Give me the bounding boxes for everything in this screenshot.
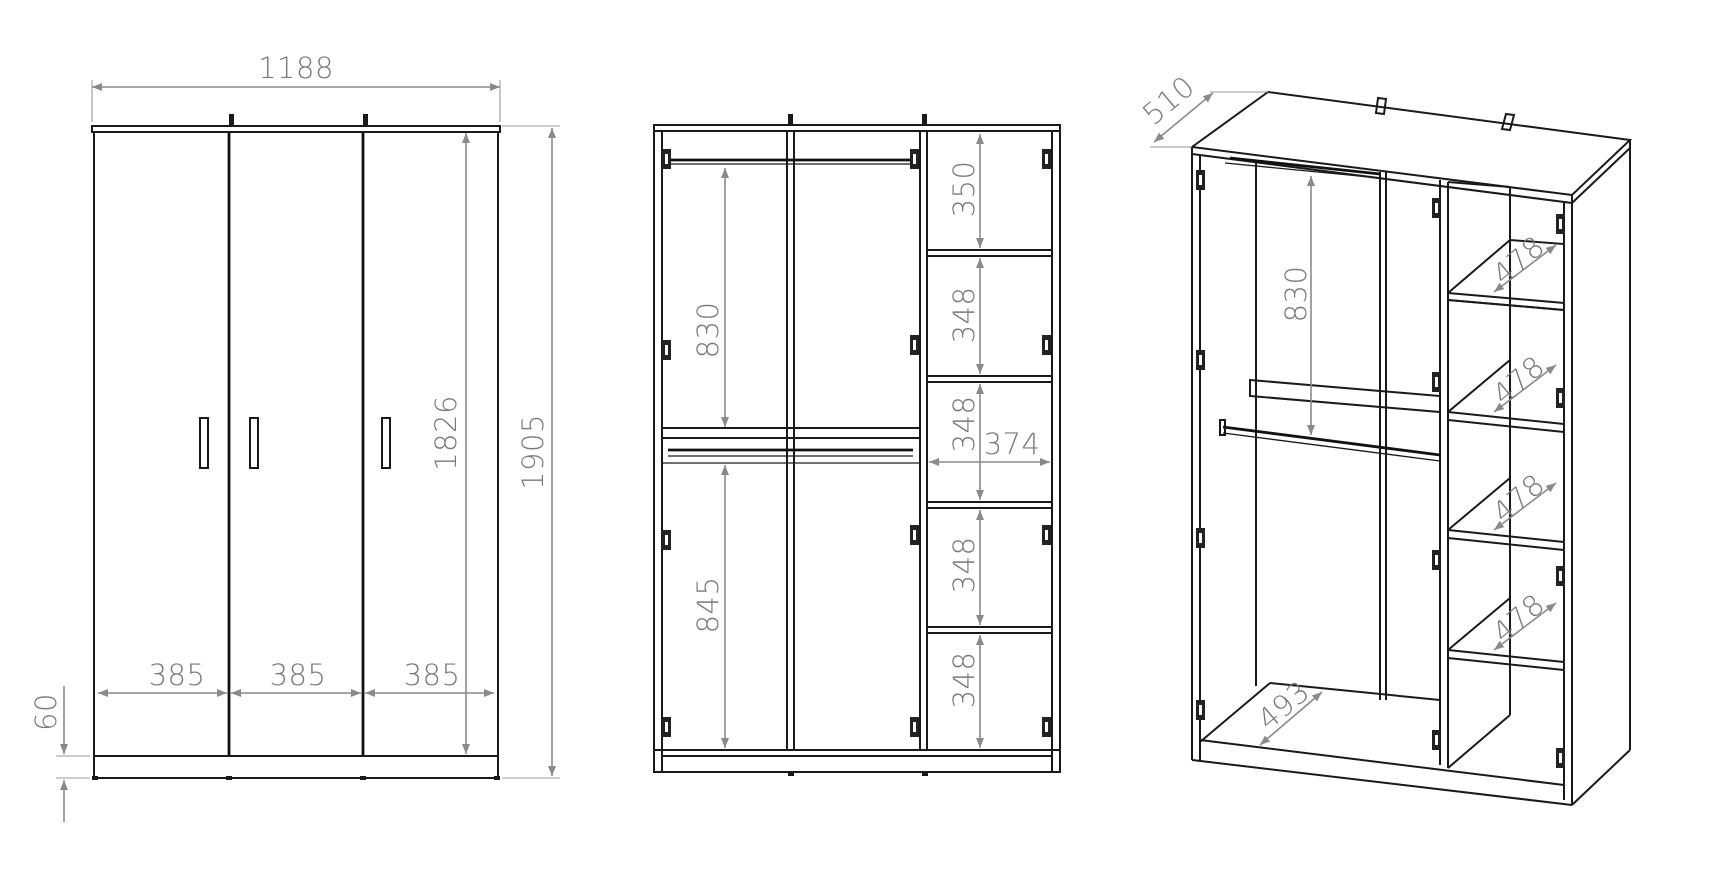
- shelf-height-label-5: 348: [947, 652, 981, 709]
- door-handle: [199, 417, 209, 469]
- door-width-label-2: 385: [270, 658, 327, 692]
- shelf-depth-label-1: 478: [1486, 229, 1551, 292]
- depth-label: 510: [1136, 69, 1201, 132]
- door-handle: [381, 417, 391, 469]
- shelf-depth-label-3: 478: [1486, 467, 1551, 530]
- perspective-top: [1189, 90, 1633, 197]
- width-total-label: 1188: [258, 51, 334, 85]
- base-height-label: 60: [29, 693, 63, 731]
- foot: [360, 776, 366, 780]
- foot: [92, 776, 98, 780]
- shelf-height-label-1: 350: [947, 161, 981, 218]
- top-bracket: [229, 114, 234, 126]
- total-height-label: 1905: [516, 414, 550, 490]
- shelf-depth-label-4: 478: [1486, 587, 1551, 650]
- open-view: 830 845 350 348 348 348 348 374: [653, 114, 1061, 776]
- foot: [494, 776, 500, 780]
- foot: [226, 776, 232, 780]
- shelf-height-label-3: 348: [947, 396, 981, 453]
- top-bracket: [363, 114, 368, 126]
- shelf-height-label-2: 348: [947, 287, 981, 344]
- open-body: [653, 130, 1061, 773]
- front-plinth: [93, 755, 499, 779]
- floor-depth-label: 493: [1251, 674, 1316, 737]
- perspective-view: 510 830 478 478 478 478 493: [1136, 69, 1633, 806]
- hinges: [662, 149, 1051, 737]
- door-width-label-3: 385: [404, 658, 461, 692]
- inner-height-label: 1826: [429, 395, 463, 471]
- door-handle: [249, 417, 259, 469]
- persp-hanging-label: 830: [1279, 266, 1313, 323]
- perspective-hinges: [1196, 170, 1565, 768]
- lower-hanging-label: 845: [691, 577, 725, 634]
- front-view: 1188 1826 1905 60 385 385 385: [29, 51, 560, 822]
- shelf-height-label-4: 348: [947, 537, 981, 594]
- shelf-depth-label-2: 478: [1486, 349, 1551, 412]
- door-width-label-1: 385: [149, 658, 206, 692]
- upper-hanging-label: 830: [691, 302, 725, 359]
- shelf-width-label: 374: [984, 427, 1041, 461]
